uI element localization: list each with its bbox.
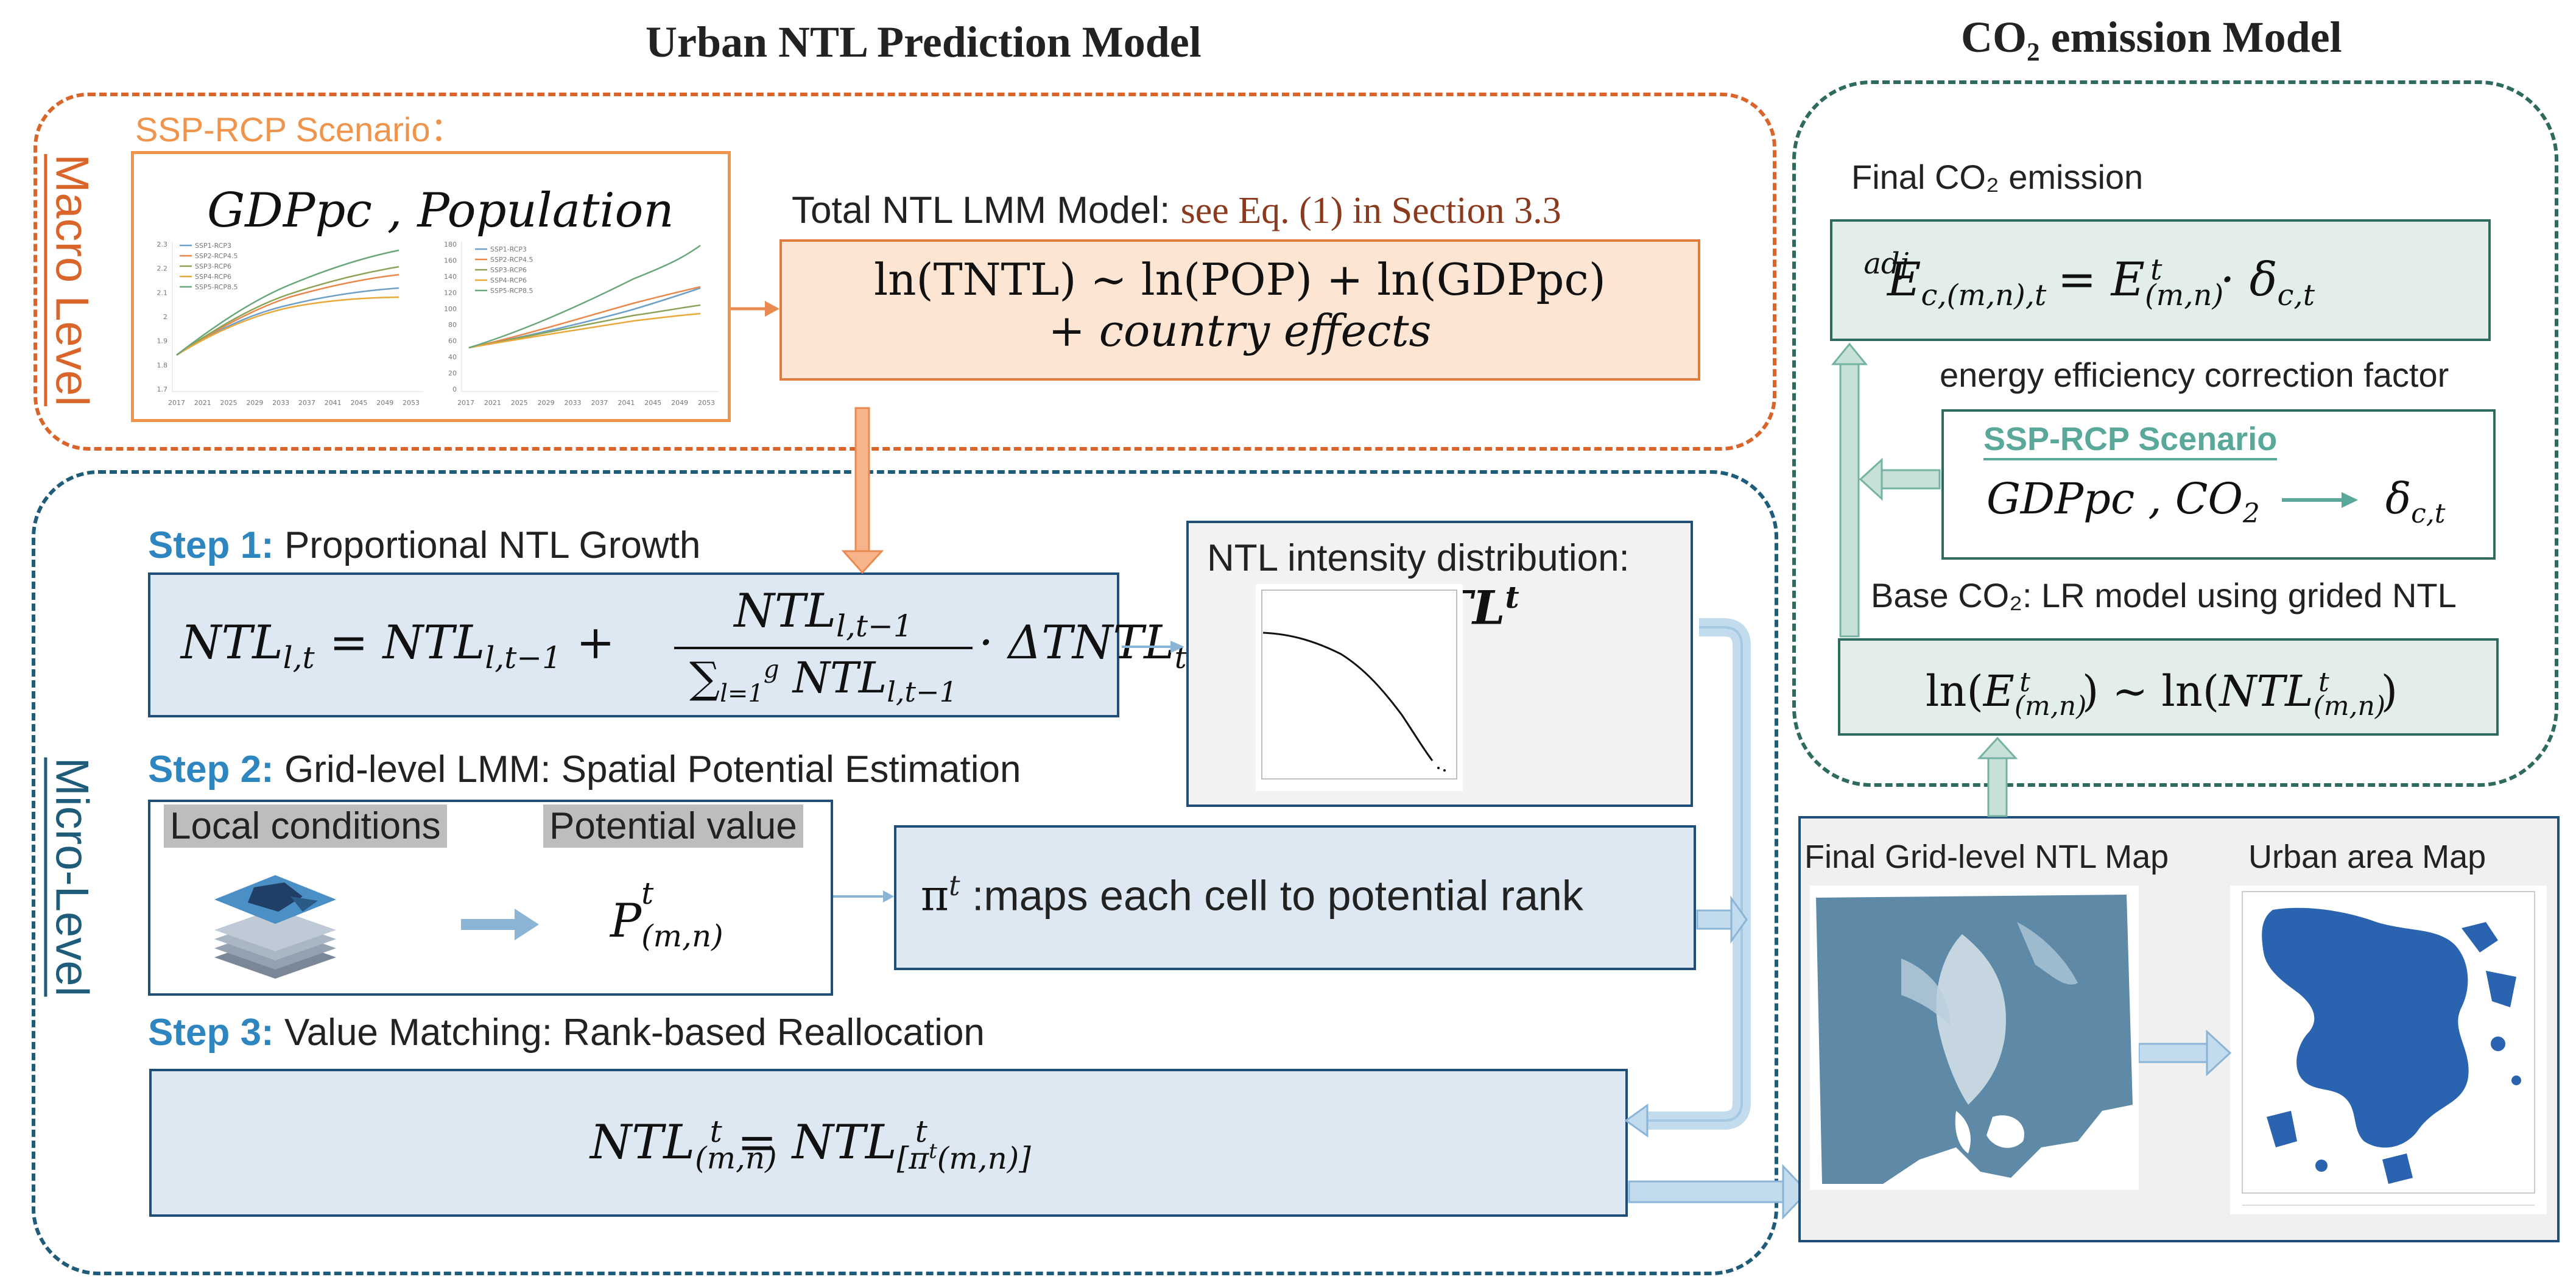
legend-entry: SSP2-RCP4.5	[195, 252, 238, 260]
co2-model-container	[1792, 80, 2558, 787]
total-ntl-model-label: Total NTL LMM Model: see Eq. (1) in Sect…	[792, 189, 1561, 231]
efficiency-label: energy efficiency correction factor	[1940, 356, 2449, 394]
legend-entry: SSP5-RCP8.5	[490, 287, 533, 295]
y-tick-label: 2.2	[157, 265, 168, 273]
legend-entry: SSP3-RCP6	[490, 266, 527, 274]
x-tick-label: 2037	[591, 399, 608, 407]
y-tick-label: 60	[448, 337, 457, 345]
x-tick-label: 2049	[376, 399, 393, 407]
final-grid-map-label: Final Grid-level NTL Map	[1804, 839, 2169, 875]
y-tick-label: 40	[448, 353, 457, 361]
y-tick-label: 180	[444, 241, 457, 248]
y-tick-label: 120	[444, 289, 457, 297]
step2-label: Step 2: Grid-level LMM: Spatial Potentia…	[148, 748, 1021, 790]
x-tick-label: 2025	[220, 399, 238, 407]
x-tick-label: 2021	[484, 399, 501, 407]
urban-area-map-label: Urban area Map	[2248, 839, 2486, 875]
raster-layers-icon	[214, 875, 336, 979]
final-co2-equation-box: Ec,(m,n),tadj = E(m,n)t· δc,t	[1830, 219, 2491, 341]
x-tick-label: 2037	[298, 399, 315, 407]
base-co2-label: Base CO₂: LR model using grided NTL	[1871, 576, 2457, 614]
delta-output: δc,t	[2385, 474, 2446, 529]
potential-rank-box: πt :maps each cell to potential rank	[894, 825, 1696, 970]
maps-panel: Final Grid-level NTL Map Urban area Map	[1798, 816, 2560, 1242]
x-tick-label: 2045	[350, 399, 367, 407]
map-to-urban-arrow	[2139, 1029, 2232, 1077]
step2-to-pi-arrow	[833, 890, 894, 903]
y-tick-label: 2.1	[157, 289, 168, 297]
x-tick-label: 2049	[671, 399, 688, 407]
x-tick-label: 2029	[246, 399, 263, 407]
step3-label: Step 3: Value Matching: Rank-based Reall…	[148, 1012, 985, 1054]
efficiency-scenario-box: SSP-RCP Scenario GDPpc , CO2 δc,t	[1941, 409, 2496, 560]
legend-entry: SSP4-RCP6	[195, 273, 231, 281]
y-tick-label: 140	[444, 273, 457, 281]
y-tick-label: 1.9	[157, 337, 168, 345]
local-conditions-tag: Local conditions	[164, 804, 447, 848]
legend-entry: SSP2-RCP4.5	[490, 256, 533, 264]
step2-arrow	[461, 909, 539, 940]
y-tick-label: 1.7	[157, 386, 168, 393]
y-tick-label: 2	[163, 313, 167, 321]
urban-model-title: Urban NTL Prediction Model	[646, 18, 1202, 66]
x-tick-label: 2045	[644, 399, 661, 407]
y-tick-label: 80	[448, 321, 457, 329]
macro-level-container	[33, 93, 1776, 451]
co2-model-title: CO₂ emission Model	[1961, 13, 2342, 62]
y-tick-label: 2.3	[157, 241, 168, 248]
x-tick-label: 2053	[698, 399, 715, 407]
ntl-distribution-label: NTL intensity distribution:	[1207, 537, 1630, 579]
y-tick-label: 1.8	[157, 361, 168, 369]
x-tick-label: 2033	[272, 399, 289, 407]
total-ntl-equation-box: ln(TNTL) ~ ln(POP) + ln(GDPpc) + country…	[779, 239, 1700, 381]
gdp-co2-inputs: GDPpc , CO2	[1987, 474, 2260, 529]
scenario-charts-panel: GDPpc , Population 2.3 2.2 2.1 2 1.9 1.8 1.7 2…	[131, 151, 731, 422]
final-grid-ntl-map	[1810, 885, 2139, 1190]
legend-entry: SSP3-RCP6	[195, 262, 231, 270]
step3-equation-box: NTL(m,n)t = NTL[πt(m,n)]t	[149, 1069, 1628, 1217]
x-tick-label: 2029	[538, 399, 555, 407]
gdp-population-heading: GDPpc , Population	[207, 183, 674, 238]
legend-entry: SSP1-RCP3	[490, 245, 527, 253]
x-tick-label: 2017	[457, 399, 474, 407]
x-tick-label: 2053	[403, 399, 420, 407]
legend-entry: SSP5-RCP8.5	[195, 283, 238, 291]
x-tick-label: 2021	[194, 399, 211, 407]
gdpc-mini-chart: 2.3 2.2 2.1 2 1.9 1.8 1.7 2017 2021 2025 2029 2033…	[157, 241, 423, 407]
micro-level-container	[32, 470, 1778, 1275]
legend-entry: SSP4-RCP6	[490, 276, 527, 284]
x-tick-label: 2017	[168, 399, 185, 407]
legend-entry: SSP1-RCP3	[195, 242, 231, 250]
gdp-to-delta-arrow	[2282, 492, 2358, 508]
urban-area-map	[2230, 885, 2547, 1214]
co2-ssp-rcp-label: SSP-RCP Scenario	[1983, 420, 2278, 460]
ntl-distribution-plot	[1256, 584, 1463, 791]
x-tick-label: 2041	[618, 399, 635, 407]
section-reference: see Eq. (1) in Section 3.3	[1180, 190, 1561, 231]
final-co2-label: Final CO₂ emission	[1851, 158, 2144, 196]
x-tick-label: 2025	[511, 399, 528, 407]
y-tick-label: 160	[444, 256, 457, 264]
step1-label: Step 1: Proportional NTL Growth	[148, 524, 701, 566]
y-tick-label: 20	[448, 370, 457, 378]
x-tick-label: 2041	[325, 399, 342, 407]
base-co2-equation-box: ln(E(m,n)t) ~ ln(NTL(m,n)t)	[1838, 638, 2499, 736]
y-tick-label: 100	[444, 305, 457, 313]
x-tick-label: 2033	[565, 399, 582, 407]
ntl-distribution-panel: NTL intensity distribution: NTLt	[1186, 521, 1693, 807]
potential-value-tag: Potential value	[543, 804, 803, 848]
population-mini-chart: 180 160 140 120 100 80 60 40 20 0 2017 2021 2025 202…	[444, 241, 719, 407]
step1-equation-box: NTLl,t = NTLl,t−1 + NTLl,t−1 ∑l=1g NTLl,…	[148, 572, 1187, 717]
y-tick-label: 0	[452, 386, 457, 393]
